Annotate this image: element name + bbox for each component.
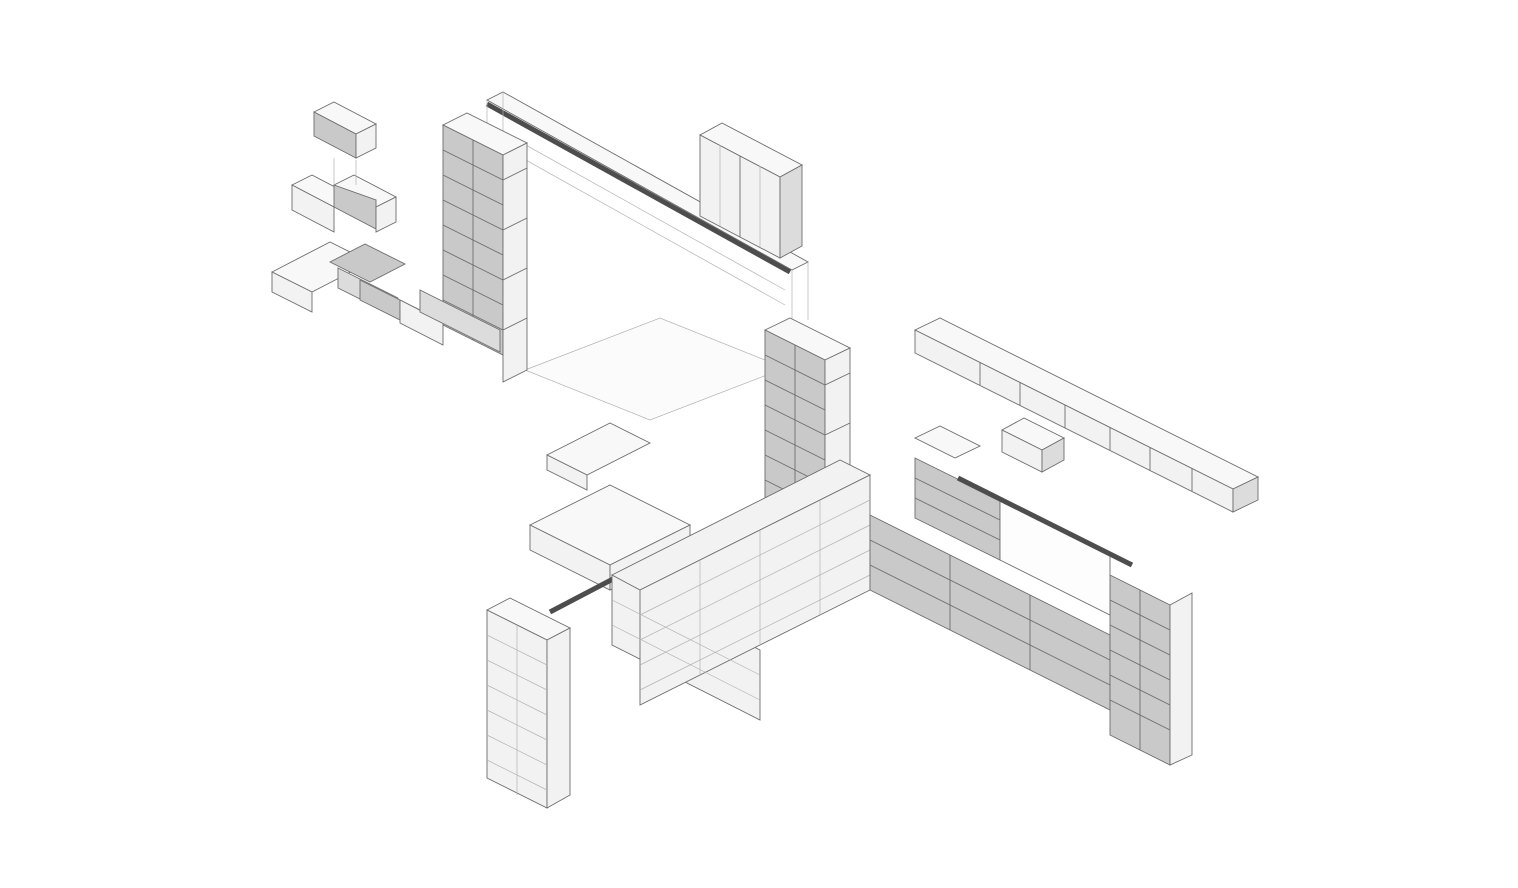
corner-wall-with-shaded-blocks: [399, 112, 529, 383]
exploded-stacked-blocks-left: [271, 101, 441, 341]
coping-block-row-right: [913, 317, 1260, 513]
floating-blocks-top-center: [699, 122, 803, 259]
window-wall-right: [869, 417, 1193, 766]
door-opening-wall-front: [486, 422, 872, 809]
